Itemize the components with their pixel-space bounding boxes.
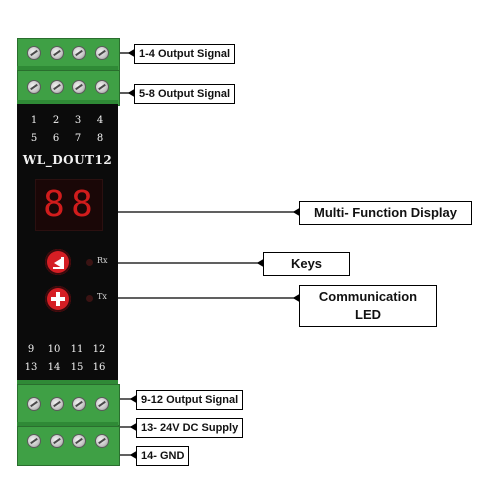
terminal-screw[interactable] [50,434,64,448]
channel-label: 9 [27,344,35,355]
channel-label: 4 [96,115,104,126]
channel-label: 16 [92,362,106,373]
callout-communication-led: Communication LED [299,285,437,327]
display-digit: 8 [43,184,65,225]
display-digit: 8 [71,184,93,225]
rx-led-label: Rx [97,256,108,265]
plus-key-button[interactable] [45,286,71,312]
device-body [17,104,118,380]
terminal-screw[interactable] [27,80,41,94]
tx-led-label: Tx [97,292,107,301]
channel-label: 8 [96,133,104,144]
channel-label: 5 [30,133,38,144]
terminal-screw[interactable] [27,397,41,411]
return-arrow-icon [53,257,64,269]
callout-keys: Keys [263,252,350,276]
terminal-rib [17,380,118,384]
terminal-screw[interactable] [95,80,109,94]
tx-led [86,295,93,302]
multi-function-display: 8 8 [35,179,103,231]
terminal-screw[interactable] [72,397,86,411]
terminal-screw[interactable] [27,46,41,60]
device-model-label: WL_DOUT12 [22,153,113,167]
callout-24v-supply: 13- 24V DC Supply [136,418,244,438]
rx-led [86,259,93,266]
back-key-button[interactable] [45,249,71,275]
channel-label: 14 [47,362,61,373]
channel-label: 13 [24,362,38,373]
terminal-screw[interactable] [50,397,64,411]
channel-label: 10 [47,344,61,355]
callout-output-1-4: 1-4 Output Signal [134,44,236,64]
channel-label: 6 [52,133,60,144]
callout-multi-function-display: Multi- Function Display [299,201,472,225]
terminal-screw[interactable] [95,46,109,60]
terminal-rib [17,66,118,70]
terminal-rib [17,422,118,426]
terminal-screw[interactable] [72,80,86,94]
terminal-screw[interactable] [95,434,109,448]
terminal-screw[interactable] [95,397,109,411]
callout-output-9-12: 9-12 Output Signal [136,390,244,410]
channel-label: 1 [30,115,38,126]
plus-icon [51,292,65,306]
terminal-screw[interactable] [27,434,41,448]
terminal-rib [17,100,118,104]
channel-label: 3 [74,115,82,126]
channel-label: 7 [74,133,82,144]
callout-gnd: 14- GND [136,446,190,466]
terminal-screw[interactable] [50,46,64,60]
terminal-screw[interactable] [50,80,64,94]
channel-label: 15 [70,362,84,373]
channel-label: 12 [92,344,106,355]
callout-output-5-8: 5-8 Output Signal [134,84,236,104]
terminal-screw[interactable] [72,46,86,60]
terminal-screw[interactable] [72,434,86,448]
channel-label: 2 [52,115,60,126]
channel-label: 11 [70,344,84,355]
